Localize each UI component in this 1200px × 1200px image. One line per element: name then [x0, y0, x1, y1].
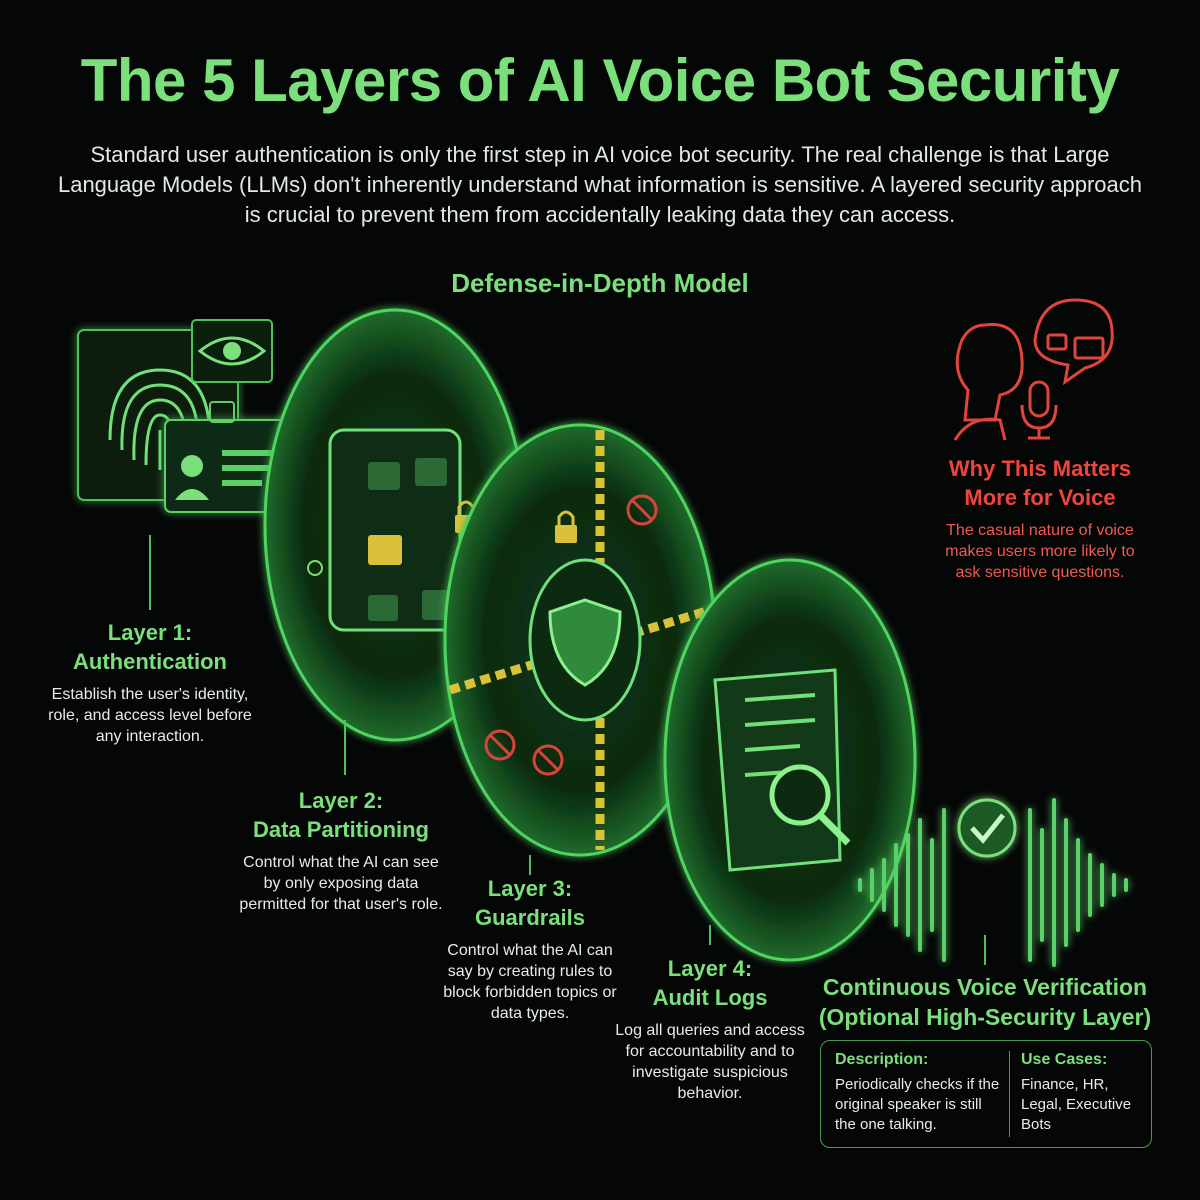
layer-2-card: Layer 2: Data Partitioning Control what … [236, 786, 446, 915]
eye-icon [197, 336, 267, 366]
voice-verification-box: Description: Periodically checks if the … [820, 1040, 1152, 1148]
layer-4-description: Log all queries and access for accountab… [615, 1022, 805, 1102]
why-voice-card: Why This Matters More for Voice The casu… [925, 454, 1155, 583]
audit-logs-disc [663, 558, 917, 962]
layer-2-title: Data Partitioning [252, 817, 429, 842]
layer-4-title: Audit Logs [652, 985, 768, 1010]
checkmark-icon [957, 798, 1017, 858]
file-cabinet-icon [328, 428, 462, 632]
voice-verification-heading: Continuous Voice Verification (Optional … [800, 972, 1170, 1032]
blocked-icon [484, 494, 658, 776]
layer-2-description: Control what the AI can see by only expo… [239, 854, 443, 913]
id-badge-icon [164, 401, 291, 513]
layer-4-number: Layer 4: [667, 956, 753, 981]
sound-wave-icon [858, 798, 1128, 967]
why-voice-description: The casual nature of voice makes users m… [945, 522, 1135, 581]
section-subtitle: Defense-in-Depth Model [451, 268, 749, 298]
magnifier-icon [769, 764, 851, 846]
lock-icon [555, 510, 577, 543]
layer-1-description: Establish the user's identity, role, and… [48, 686, 252, 745]
use-cases-label: Use Cases: [1021, 1051, 1108, 1068]
why-voice-title-line2: More for Voice [964, 485, 1116, 510]
layer-1-title: Authentication [73, 649, 227, 674]
authentication-panel-group [77, 319, 291, 610]
layer-1-card: Layer 1: Authentication Establish the us… [40, 618, 260, 747]
voice-verification-subtitle: (Optional High-Security Layer) [818, 1004, 1152, 1030]
use-cases-text: Finance, HR, Legal, Executive Bots [1021, 1076, 1132, 1133]
microphone-icon [1020, 380, 1058, 440]
layer-3-title: Guardrails [474, 905, 586, 930]
audit-scroll-icon [713, 668, 842, 872]
column-divider [1009, 1051, 1010, 1137]
layer-3-number: Layer 3: [487, 876, 573, 901]
layer-4-card: Layer 4: Audit Logs Log all queries and … [615, 954, 805, 1104]
voice-verification-title: Continuous Voice Verification [822, 974, 1148, 1000]
description-text: Periodically checks if the original spea… [835, 1076, 1000, 1133]
layer-1-number: Layer 1: [107, 620, 193, 645]
layer-3-description: Control what the AI can say by creating … [443, 942, 617, 1022]
user-speaking-icon [953, 298, 1114, 441]
shield-icon [548, 598, 622, 687]
description-column: Description: Periodically checks if the … [835, 1051, 1000, 1135]
description-label: Description: [835, 1051, 929, 1068]
layer-2-number: Layer 2: [298, 788, 384, 813]
why-voice-title-line1: Why This Matters [948, 456, 1132, 481]
layer-3-card: Layer 3: Guardrails Control what the AI … [440, 874, 620, 1024]
fingerprint-icon [108, 368, 212, 470]
page-title: The 5 Layers of AI Voice Bot Security [80, 47, 1120, 114]
use-cases-column: Use Cases: Finance, HR, Legal, Executive… [1021, 1051, 1143, 1135]
intro-text: Standard user authentication is only the… [57, 142, 1143, 227]
